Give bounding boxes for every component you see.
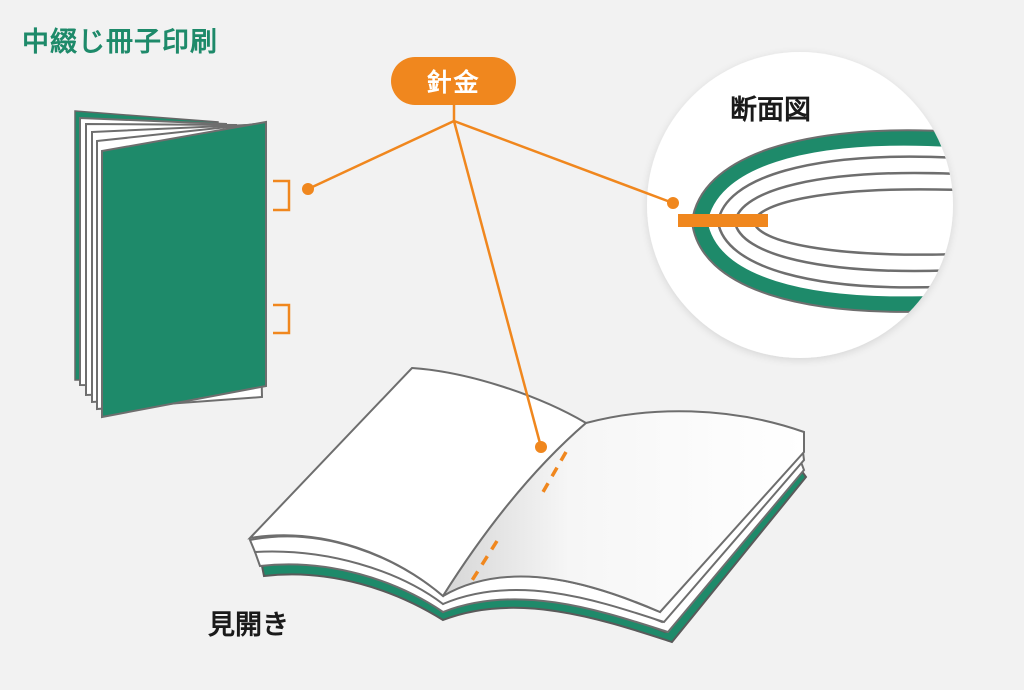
wire-label: 針金 bbox=[391, 57, 516, 105]
closed-booklet bbox=[74, 110, 267, 419]
staple-markers bbox=[273, 179, 291, 335]
cross-section-label: 断面図 bbox=[730, 95, 811, 126]
cross-section-circle bbox=[647, 52, 953, 358]
open-booklet bbox=[247, 366, 808, 644]
page-title: 中綴じ冊子印刷 bbox=[22, 27, 218, 58]
wire-callout-lines bbox=[302, 104, 679, 453]
spread-label: 見開き bbox=[208, 610, 289, 641]
